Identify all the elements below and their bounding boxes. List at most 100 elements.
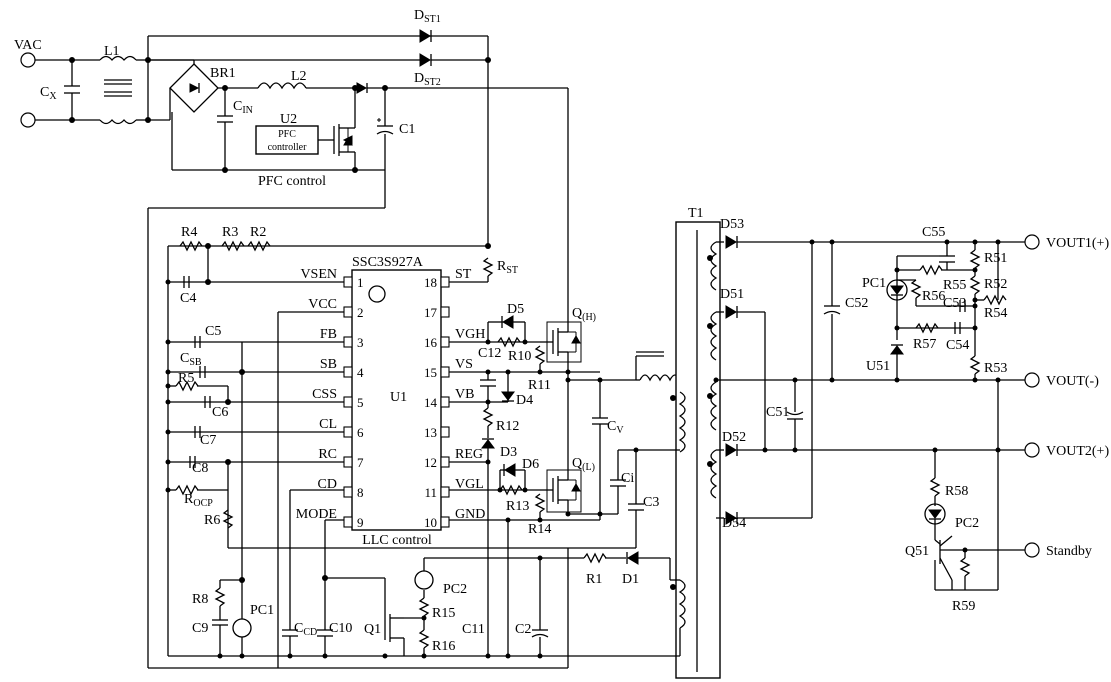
component-label-c4: C4 bbox=[180, 291, 196, 306]
component-label-c53: C53 bbox=[943, 296, 966, 311]
component-label-d5: D5 bbox=[507, 302, 524, 317]
pin-18-name: ST bbox=[455, 267, 472, 282]
pin-4-name: SB bbox=[320, 357, 337, 372]
pin-5-pad bbox=[343, 396, 353, 408]
pin-5-number: 5 bbox=[357, 395, 364, 410]
pin-16-name: VGH bbox=[455, 327, 485, 342]
component-label-r15: R15 bbox=[432, 606, 455, 621]
pfc-box-line2: controller bbox=[268, 142, 308, 153]
pin-18-number: 18 bbox=[424, 275, 437, 290]
component-label-r3: R3 bbox=[222, 225, 238, 240]
pin-4-number: 4 bbox=[357, 365, 364, 380]
pin-13-pad bbox=[440, 426, 450, 438]
pin-13-number: 13 bbox=[424, 425, 437, 440]
component-label-q1: Q1 bbox=[364, 622, 381, 637]
vac-label: VAC bbox=[14, 38, 42, 53]
pin-15-name: VS bbox=[455, 357, 473, 372]
ic-part-number: SSC3S927A bbox=[352, 255, 424, 270]
component-label-l1: L1 bbox=[104, 44, 120, 59]
vout-neg-label: VOUT(-) bbox=[1046, 374, 1099, 389]
component-label-q51: Q51 bbox=[905, 544, 929, 559]
component-label-d52: D52 bbox=[722, 430, 746, 445]
pin-14-number: 14 bbox=[424, 395, 438, 410]
component-label-u2: U2 bbox=[280, 112, 297, 127]
pin-9-pad bbox=[343, 516, 353, 528]
component-label-c6: C6 bbox=[212, 405, 228, 420]
pin-7-name: RC bbox=[318, 447, 337, 462]
component-label-r11: R11 bbox=[528, 378, 551, 393]
ac-input-section bbox=[20, 29, 569, 668]
component-label-r56: R56 bbox=[922, 289, 945, 304]
component-label-d53: D53 bbox=[720, 217, 744, 232]
component-label-d6: D6 bbox=[522, 457, 539, 472]
component-label-r10: R10 bbox=[508, 349, 531, 364]
component-label-rocp: ROCP bbox=[184, 492, 213, 509]
ic-designator: U1 bbox=[390, 390, 407, 405]
pin-17-number: 17 bbox=[424, 305, 438, 320]
pin-3-pad bbox=[343, 336, 353, 348]
pin-14-pad bbox=[440, 396, 450, 408]
pin-2-pad bbox=[343, 306, 353, 318]
pin-15-number: 15 bbox=[424, 365, 437, 380]
component-label-ci: Ci bbox=[621, 471, 634, 486]
component-label-ccd: CCD bbox=[294, 621, 317, 638]
pin-16-pad bbox=[440, 336, 450, 348]
component-label-r59: R59 bbox=[952, 599, 975, 614]
component-label-r4: R4 bbox=[181, 225, 197, 240]
pin-12-number: 12 bbox=[424, 455, 437, 470]
component-label-r53: R53 bbox=[984, 361, 1007, 376]
pin-10-pad bbox=[440, 516, 450, 528]
component-label-c9: C9 bbox=[192, 621, 208, 636]
component-label-c2: C2 bbox=[515, 622, 531, 637]
pin-8-pad bbox=[343, 486, 353, 498]
standby-terminal bbox=[1024, 542, 1040, 558]
component-label-r6: R6 bbox=[204, 513, 220, 528]
component-label-r54: R54 bbox=[984, 306, 1007, 321]
component-label-t1: T1 bbox=[688, 206, 704, 221]
component-label-r13: R13 bbox=[506, 499, 529, 514]
standby-label: Standby bbox=[1046, 544, 1092, 559]
pin-5-name: CSS bbox=[312, 387, 337, 402]
component-label-pc2: PC2 bbox=[955, 516, 979, 531]
vout-neg-terminal bbox=[1024, 372, 1040, 388]
pin-11-number: 11 bbox=[424, 485, 437, 500]
component-label-dst1: DST1 bbox=[414, 8, 441, 25]
secondary-section bbox=[725, 234, 1040, 591]
vac-terminal-top bbox=[20, 52, 36, 68]
pin-6-number: 6 bbox=[357, 425, 364, 440]
component-label-c8: C8 bbox=[192, 461, 208, 476]
pin-1-pad bbox=[343, 276, 353, 288]
component-label-c52: C52 bbox=[845, 296, 868, 311]
component-label-r8: R8 bbox=[192, 592, 208, 607]
half-bridge-section bbox=[441, 315, 681, 656]
component-label-cin: CIN bbox=[233, 99, 253, 116]
component-label-d51: D51 bbox=[720, 287, 744, 302]
component-label-d3: D3 bbox=[500, 445, 517, 460]
pfc-caption: PFC control bbox=[258, 174, 326, 189]
vout1-terminal bbox=[1024, 234, 1040, 250]
component-label-d4: D4 bbox=[516, 393, 533, 408]
pfc-box-line1: PFC bbox=[278, 129, 296, 140]
pin-18-pad bbox=[440, 276, 450, 288]
pin-3-number: 3 bbox=[357, 335, 364, 350]
component-label-ql: Q(L) bbox=[572, 456, 595, 473]
component-label-r58: R58 bbox=[945, 484, 968, 499]
pin-12-name: REG bbox=[455, 447, 483, 462]
ic-u1-body bbox=[351, 269, 442, 531]
pin-2-number: 2 bbox=[357, 305, 364, 320]
component-label-r16: R16 bbox=[432, 639, 455, 654]
pin-4-pad bbox=[343, 366, 353, 378]
component-label-r5: R5 bbox=[178, 371, 194, 386]
component-label-br1: BR1 bbox=[210, 66, 236, 81]
component-label-r55: R55 bbox=[943, 278, 966, 293]
component-label-rst: RST bbox=[497, 259, 518, 276]
pin-2-name: VCC bbox=[308, 297, 337, 312]
component-label-pc2: PC2 bbox=[443, 582, 467, 597]
component-label-r2: R2 bbox=[250, 225, 266, 240]
vout2-terminal bbox=[1024, 442, 1040, 458]
component-label-csb: CSB bbox=[180, 351, 202, 368]
ic-left-network bbox=[148, 240, 636, 669]
